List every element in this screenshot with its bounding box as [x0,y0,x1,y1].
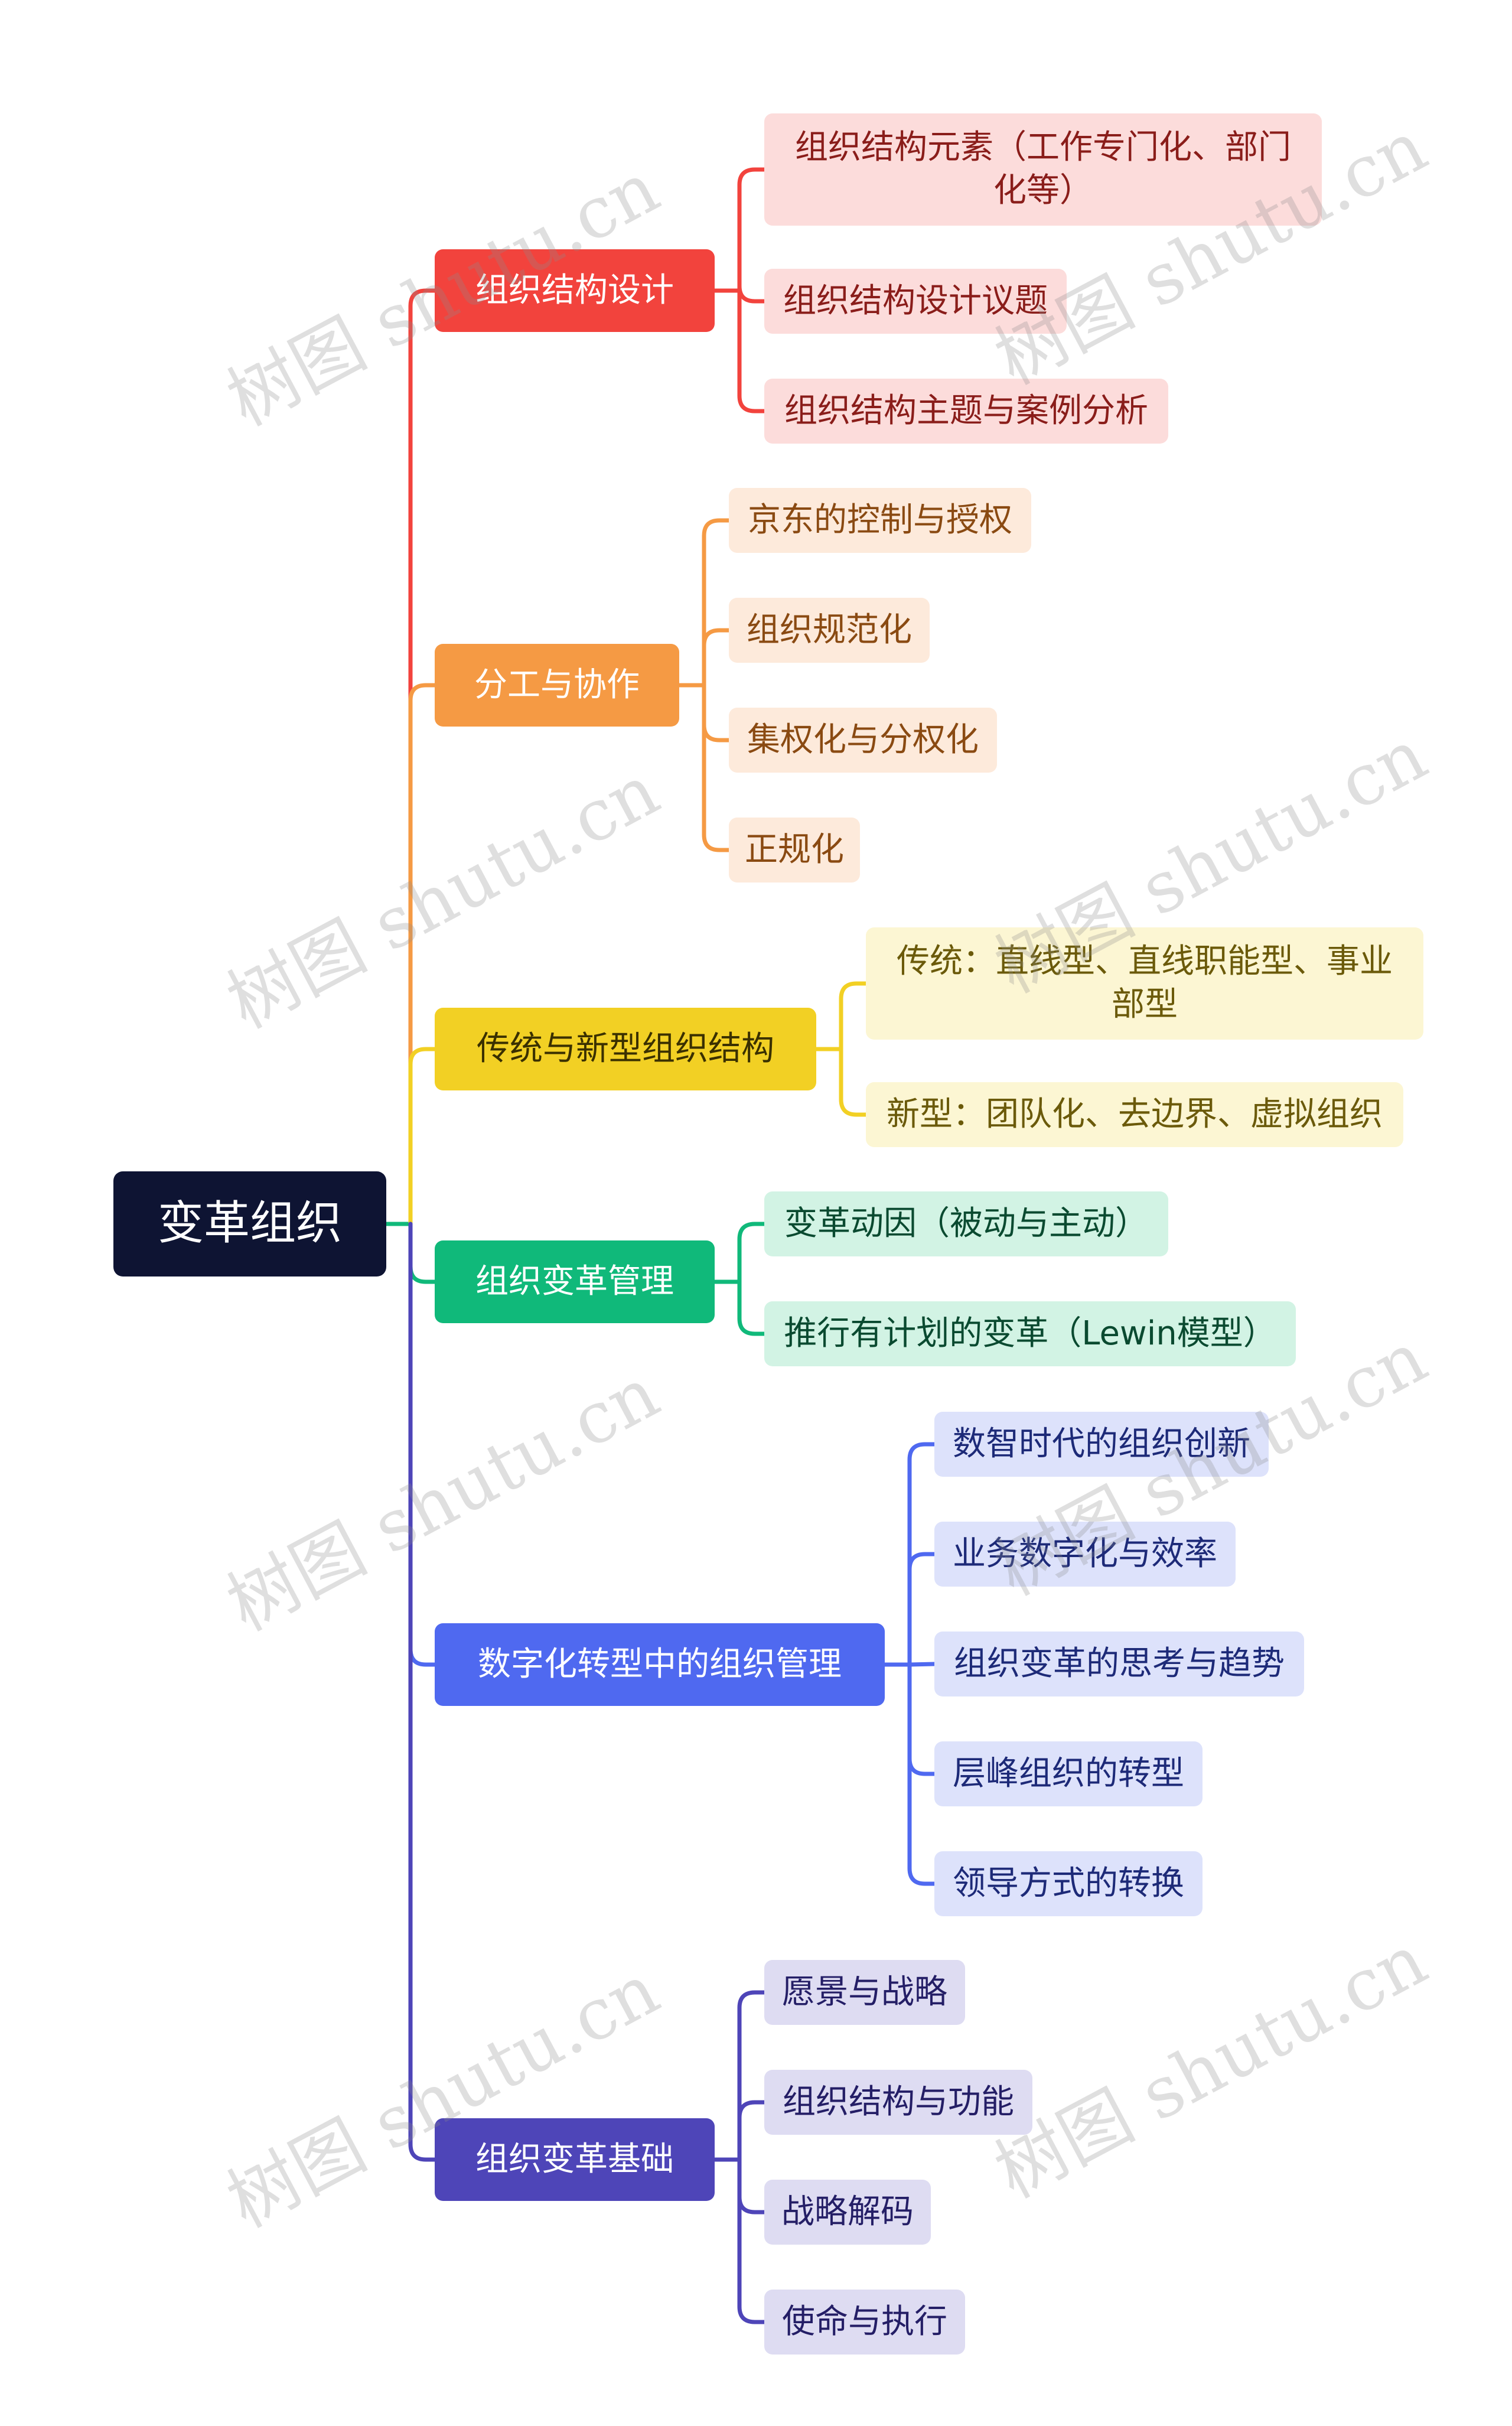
leaf-node[interactable]: 领导方式的转换 [934,1851,1203,1916]
leaf-node[interactable]: 组织结构元素（工作专门化、部门化等） [764,113,1322,226]
leaf-node[interactable]: 组织结构设计议题 [764,269,1067,334]
leaf-connector [737,1990,767,2162]
leaf-node[interactable]: 层峰组织的转型 [934,1741,1203,1806]
leaf-connector [737,1222,767,1284]
trunk-connector [408,288,437,1226]
leaf-node[interactable]: 组织变革的思考与趋势 [934,1632,1304,1696]
leaf-node[interactable]: 数智时代的组织创新 [934,1412,1269,1477]
leaf-node[interactable]: 京东的控制与授权 [729,488,1031,553]
leaf-connector [737,288,767,413]
branch-org-structure-design[interactable]: 组织结构设计 [435,249,715,332]
leaf-node[interactable]: 集权化与分权化 [729,708,997,773]
leaf-node[interactable]: 推行有计划的变革（Lewin模型） [764,1301,1296,1366]
leaf-connector [737,2157,767,2324]
leaf-connector [737,167,767,293]
leaf-node[interactable]: 战略解码 [764,2180,931,2245]
leaf-connector [702,683,731,852]
trunk-connector [408,1047,437,1226]
branch-digital-transformation[interactable]: 数字化转型中的组织管理 [435,1623,885,1706]
leaf-connector [839,981,868,1051]
trunk-connector [408,1222,437,1284]
leaf-connector [737,2100,767,2162]
leaf-connector [702,628,731,688]
leaf-connector [907,1662,937,1886]
leaf-node[interactable]: 传统：直线型、直线职能型、事业部型 [866,927,1423,1040]
leaf-connector [702,683,731,743]
leaf-connector [907,1552,937,1667]
leaf-connector [839,1047,868,1117]
leaf-node[interactable]: 组织结构主题与案例分析 [764,379,1168,444]
leaf-connector [702,518,731,688]
branch-traditional-new-structure[interactable]: 传统与新型组织结构 [435,1008,816,1090]
leaf-connector [737,1279,767,1336]
trunk-connector [408,1222,437,1667]
branch-change-management[interactable]: 组织变革管理 [435,1240,715,1323]
leaf-connector [737,285,767,304]
leaf-node[interactable]: 变革动因（被动与主动） [764,1191,1168,1256]
branch-change-foundation[interactable]: 组织变革基础 [435,2118,715,2201]
trunk-connector [408,683,437,1226]
leaf-node[interactable]: 业务数字化与效率 [934,1522,1236,1587]
root-node[interactable]: 变革组织 [113,1171,386,1277]
leaf-connector [907,1442,937,1667]
leaf-node[interactable]: 正规化 [729,818,860,883]
leaf-connector [907,1662,937,1776]
leaf-connector [907,1662,937,1667]
branch-division-cooperation[interactable]: 分工与协作 [435,644,679,727]
leaf-connector [737,2157,767,2215]
leaf-node[interactable]: 组织结构与功能 [764,2070,1032,2135]
leaf-node[interactable]: 愿景与战略 [764,1960,965,2025]
leaf-node[interactable]: 使命与执行 [764,2290,965,2355]
trunk-connector [408,1222,437,2162]
leaf-node[interactable]: 组织规范化 [729,598,930,663]
leaf-node[interactable]: 新型：团队化、去边界、虚拟组织 [866,1082,1403,1147]
